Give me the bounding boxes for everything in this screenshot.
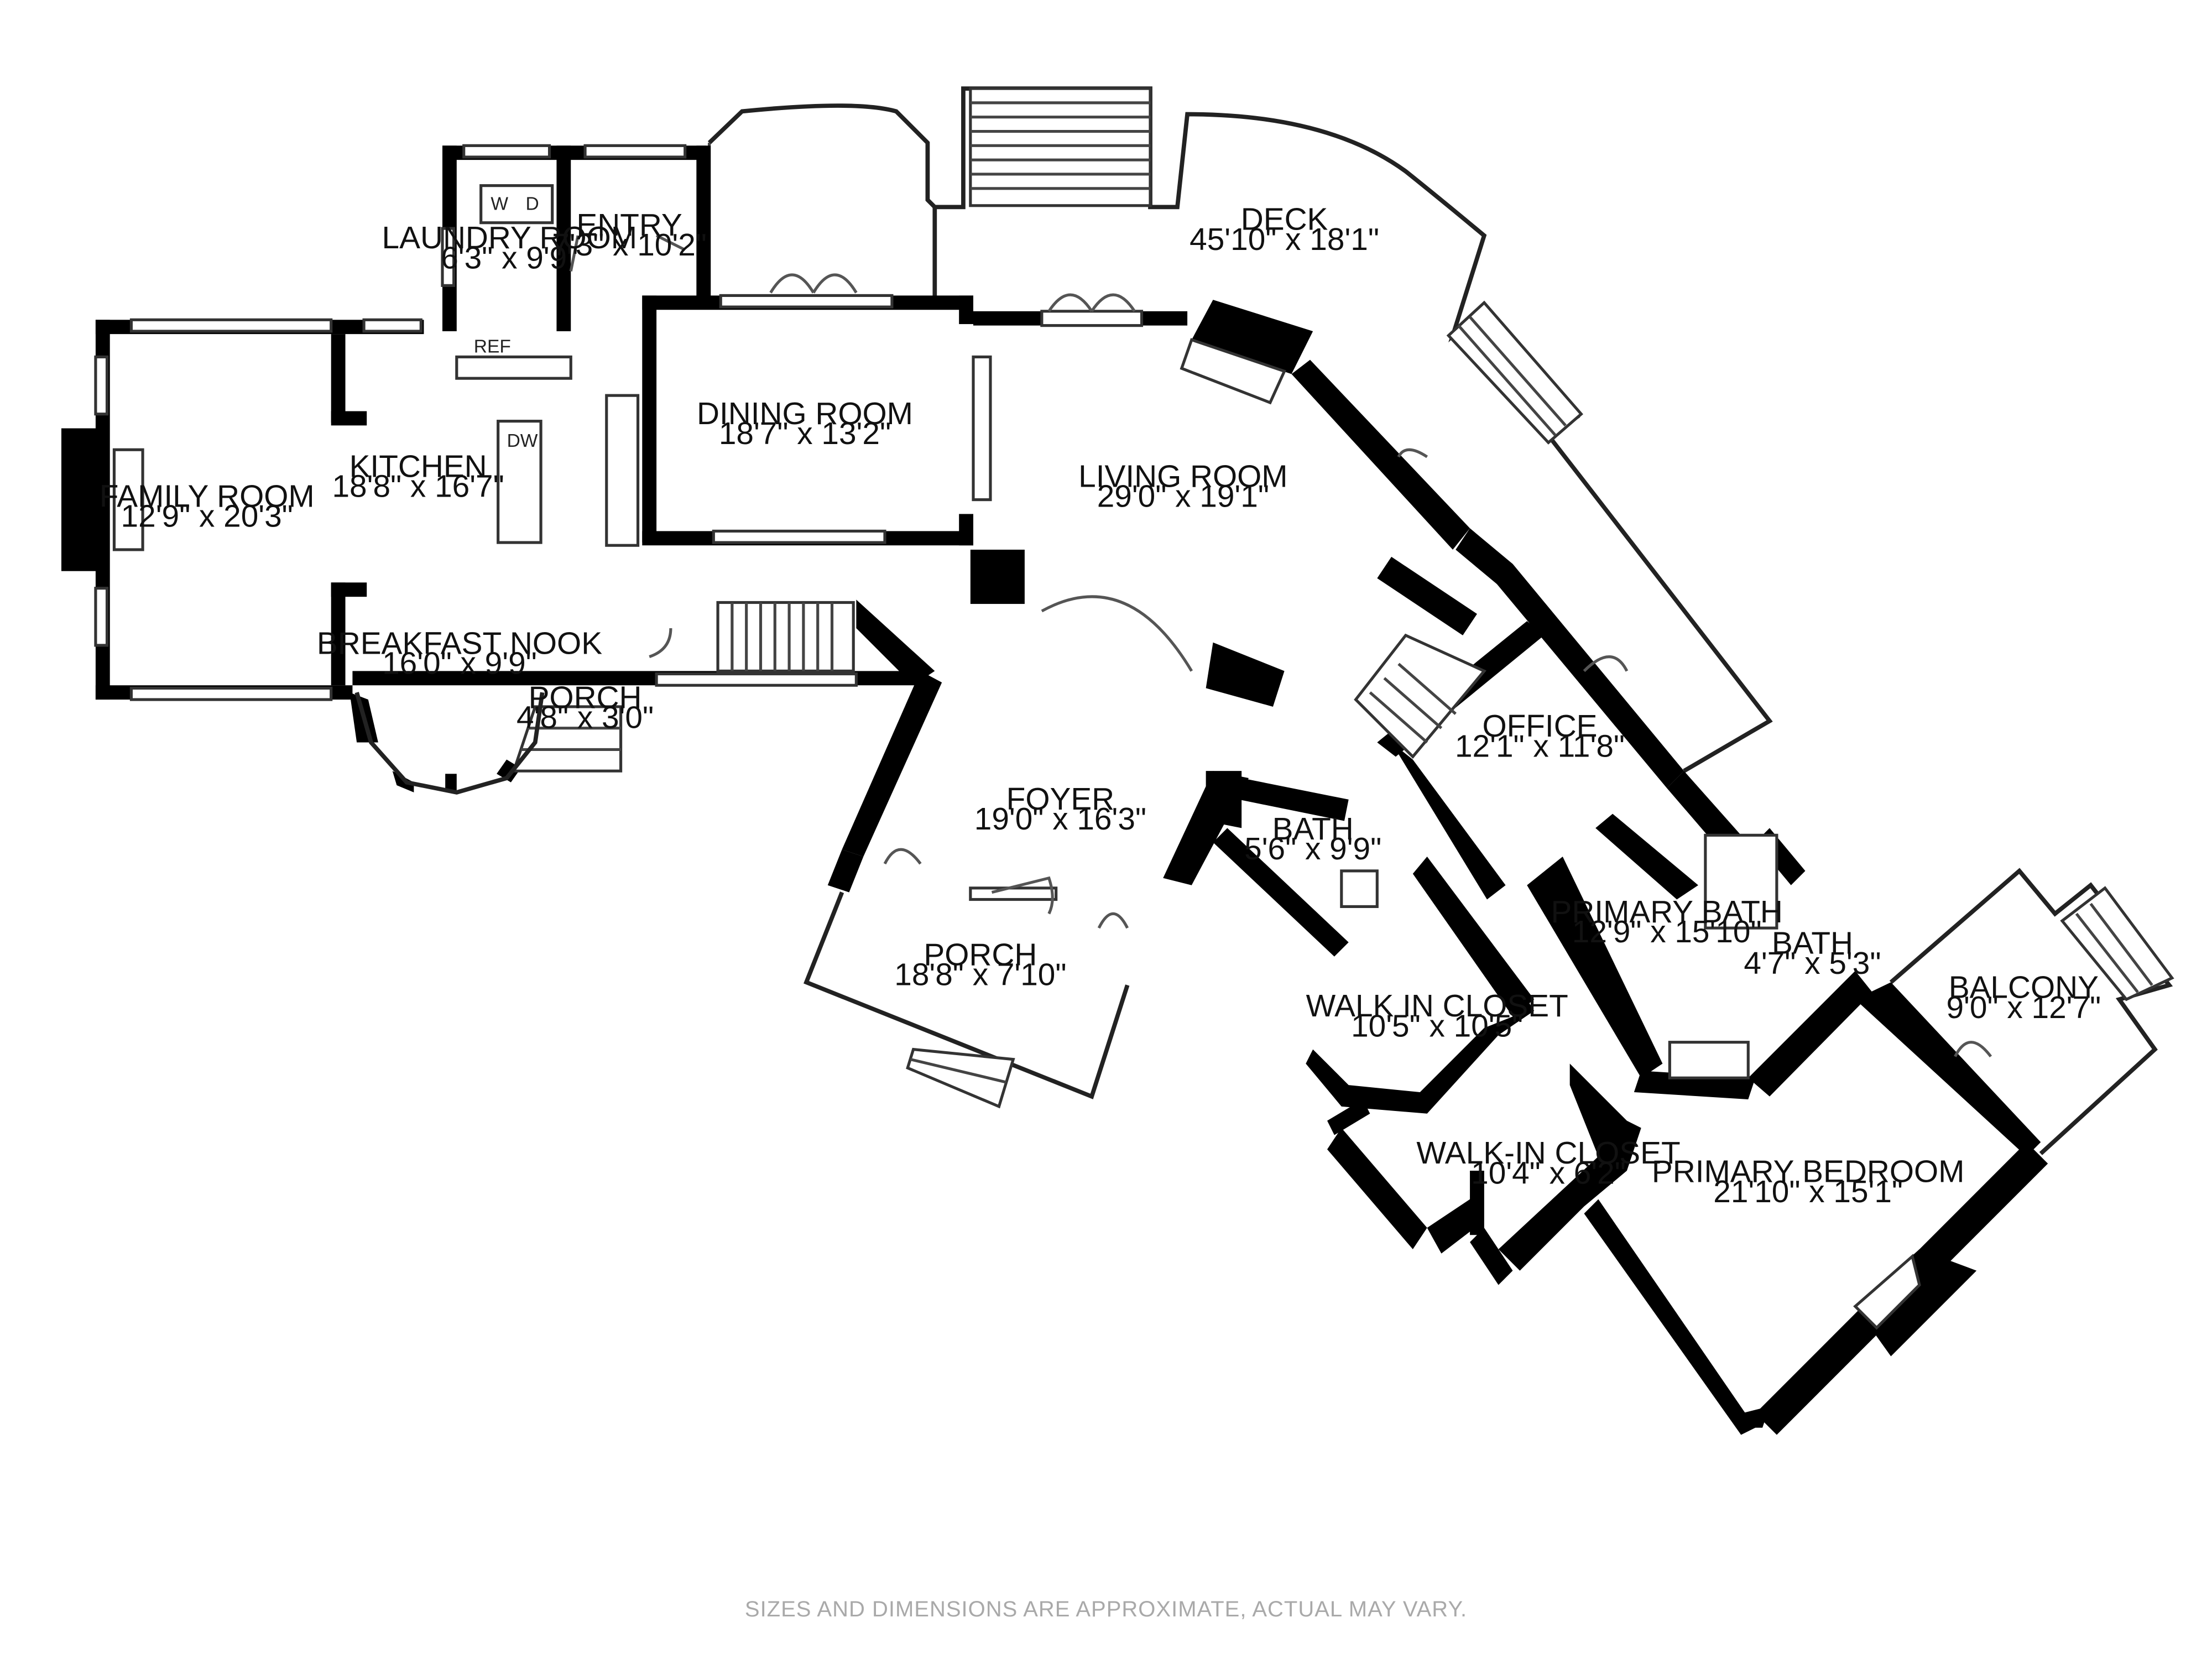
bath-dims: 5'6" x 9'9" (1244, 832, 1381, 867)
balcony-area (1889, 868, 2174, 1155)
deck-name: DECK (1241, 202, 1328, 237)
primary-bedroom-dims: 21'10" x 15'1" (1713, 1175, 1903, 1209)
fridge-label: REF (474, 337, 511, 357)
porch-small-name: PORCH (529, 681, 642, 716)
appliance-labels: W D REF DW (474, 194, 539, 452)
laundry-room-name: LAUNDRY ROOM (382, 221, 637, 255)
office-dims: 12'1" x 11'8" (1455, 729, 1625, 764)
washer-label: W (491, 194, 508, 215)
walls (61, 145, 2048, 1435)
doors (569, 234, 1992, 1058)
porch-name: PORCH (924, 937, 1037, 972)
breakfast-nook-name: BREAKFAST NOOK (317, 626, 602, 661)
laundry-room-dims: 6'3" x 9'9" (441, 241, 578, 275)
porch-area (804, 891, 1130, 1109)
dryer-label: D (525, 194, 539, 215)
kitchen-dims: 18'8" x 16'7" (332, 469, 504, 504)
family-room-dims: 12'9" x 20'3" (121, 499, 293, 534)
balcony-dims: 9'0" x 12'7" (1947, 990, 2101, 1025)
kitchen-name: KITCHEN (349, 449, 487, 484)
windows (94, 144, 1144, 901)
walk-in-closet-2-name: WALK-IN CLOSET (1416, 1136, 1680, 1171)
breakfast-nook-dims: 16'0" x 9'9" (382, 646, 537, 681)
primary-bath-name: PRIMARY BATH (1551, 895, 1782, 930)
walk-in-closet-2-dims: 10'4" x 6'2" (1471, 1156, 1626, 1191)
dishwasher-label: DW (507, 431, 538, 451)
walk-in-closet-name: WALK IN CLOSET (1306, 989, 1568, 1024)
bath-small-name: BATH (1772, 926, 1853, 961)
deck-stairs-side (1446, 300, 1583, 445)
dining-room-dims: 18'7" x 13'2" (719, 416, 891, 451)
living-room-dims: 29'0" x 19'1" (1097, 479, 1269, 514)
deck-stairs-top (969, 87, 1152, 207)
entry-name: ENTRY (576, 208, 682, 243)
walk-in-closet-dims: 10'5" x 10'5" (1351, 1009, 1523, 1044)
bath-small-dims: 4'7" x 5'3" (1744, 946, 1881, 981)
living-room-name: LIVING ROOM (1078, 459, 1287, 494)
breakfast-bay (354, 692, 545, 795)
porch-small-dims: 4'8" x 3'0" (517, 701, 654, 735)
dining-room-name: DINING ROOM (697, 397, 913, 431)
primary-bedroom-name: PRIMARY BEDROOM (1652, 1155, 1965, 1190)
foyer-dims: 19'0" x 16'3" (974, 802, 1146, 837)
interior-stairs (512, 601, 1487, 773)
room-labels: FAMILY ROOM 12'9" x 20'3" KITCHEN 18'8" … (100, 202, 2101, 1209)
deck-dims: 45'10" x 18'1" (1190, 222, 1379, 257)
balcony-name: BALCONY (1949, 971, 2099, 1005)
disclaimer-text: SIZES AND DIMENSIONS ARE APPROXIMATE, AC… (744, 1597, 1468, 1621)
bath-name: BATH (1272, 812, 1354, 847)
entry-dims: 7'3" x 10'2" (552, 228, 707, 263)
primary-bath-dims: 12'9" x 15'10" (1572, 915, 1762, 950)
fixtures (112, 184, 1921, 1330)
porch-dims: 18'8" x 7'10" (894, 957, 1066, 992)
office-name: OFFICE (1482, 709, 1597, 744)
family-room-name: FAMILY ROOM (100, 479, 315, 514)
foyer-name: FOYER (1006, 782, 1115, 817)
